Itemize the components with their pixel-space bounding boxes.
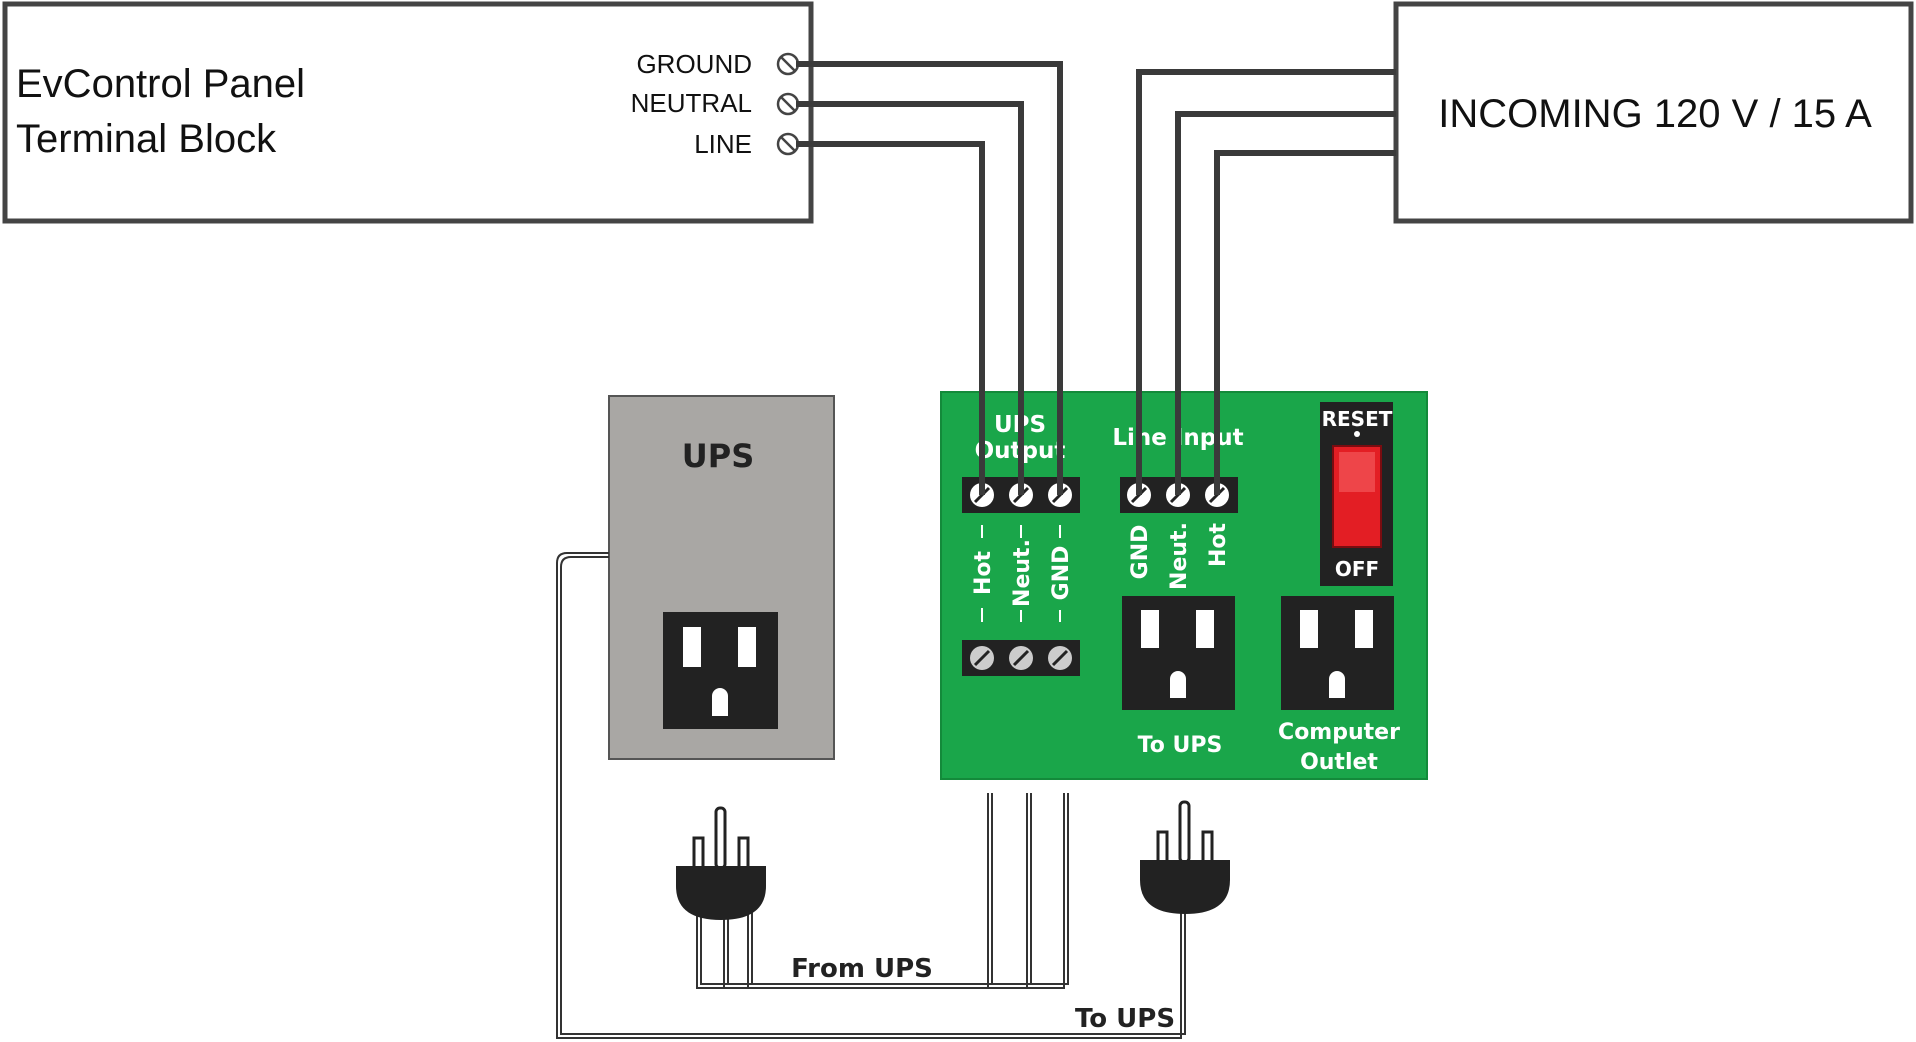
screw-terminal-neutral-icon [776, 92, 800, 116]
ups-label: UPS [682, 437, 754, 475]
to-ups-outlet-label: To UPS [1138, 733, 1223, 758]
line-wire [796, 141, 985, 495]
to-ups-plug-icon [1140, 800, 1230, 914]
line-input-terminal-labels: GND Neut. Hot [1128, 522, 1231, 590]
relay-board: UPS Output Line Input [940, 391, 1428, 780]
panel-box [2, 1, 814, 224]
reset-switch: RESET OFF [1320, 402, 1393, 586]
panel-title-line1: EvControl Panel [16, 62, 305, 106]
to-ups-outlet-icon [1122, 596, 1235, 710]
line-input-hot-label: Hot [1206, 522, 1231, 567]
screw-icon [1048, 646, 1072, 670]
ups-output-neut-label: Neut. [1010, 539, 1035, 607]
ups-output-gnd-label: GND [1049, 546, 1074, 601]
incoming-neut-wire [1175, 111, 1396, 495]
to-ups-cable-label: To UPS [1075, 1004, 1175, 1034]
ups-output-hot-label: Hot [971, 550, 996, 595]
screw-icon [1009, 646, 1033, 670]
from-ups-cable [696, 793, 1069, 989]
incoming-label: INCOMING 120 V / 15 A [1438, 92, 1872, 136]
screw-terminal-ground-icon [776, 52, 800, 76]
terminal-neutral-label: NEUTRAL [631, 88, 752, 118]
from-ups-plug-icon [676, 806, 766, 920]
incoming-box [1393, 1, 1914, 224]
computer-outlet-label-line1: Computer [1278, 720, 1400, 745]
from-ups-cable-label: From UPS [791, 954, 933, 984]
panel-to-board-wires [796, 61, 1063, 495]
screw-terminal-line-icon [776, 132, 800, 156]
reset-label: RESET [1322, 407, 1393, 431]
ups-output-terminal-labels: Hot Neut. GND [971, 525, 1074, 622]
incoming-hot-wire [1214, 150, 1396, 495]
terminal-line-label: LINE [694, 129, 752, 159]
neutral-wire [796, 101, 1024, 495]
ground-wire [796, 61, 1063, 495]
ups-outlet-icon [663, 612, 778, 729]
panel-title-line2: Terminal Block [16, 117, 277, 161]
computer-outlet-icon [1281, 596, 1394, 710]
computer-outlet-label-line2: Outlet [1300, 750, 1378, 775]
terminal-ground-label: GROUND [636, 49, 752, 79]
line-input-neut-label: Neut. [1167, 522, 1192, 590]
ups-output-lower-terminal-block [962, 640, 1080, 676]
incoming-to-board-wires [1136, 69, 1396, 495]
evcontrol-panel: EvControl Panel Terminal Block GROUND NE… [2, 1, 814, 224]
off-label: OFF [1335, 557, 1379, 581]
ups-unit: UPS [608, 395, 835, 760]
screw-icon [970, 646, 994, 670]
to-ups-cable [556, 552, 1186, 1039]
incoming-gnd-wire [1136, 69, 1396, 495]
incoming-power-box: INCOMING 120 V / 15 A [1393, 1, 1914, 224]
line-input-gnd-label: GND [1128, 525, 1153, 580]
